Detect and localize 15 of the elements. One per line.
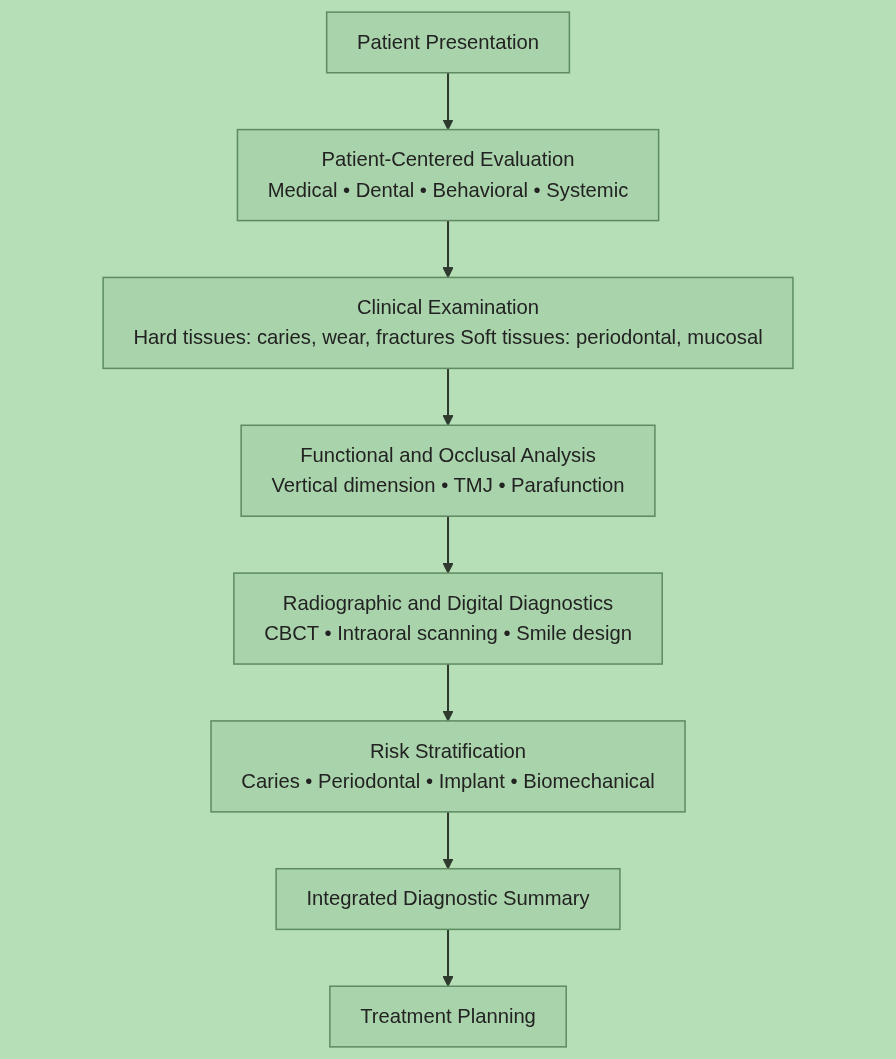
arrow [442,516,454,574]
node-box: Patient-Centered Evaluation Medical • Dental • Behavioral • Systemic [236,128,660,222]
node-box: Radiographic and Digital Diagnostics CBCT • Intraoral scanning • Smile design [233,572,663,665]
arrow [442,664,454,722]
node-box: Clinical Examination Hard tissues: caries, wear, fractures Soft tissues: periodontal, mucosal [102,276,794,370]
node-box: Functional and Occlusal Analysis Vertical dimension • TMJ • Parafunction [240,424,656,517]
node-box: Integrated Diagnostic Summary [275,867,621,931]
node-box: Treatment Planning [329,985,567,1048]
arrow [442,368,454,426]
arrow [442,72,454,131]
node-box: Patient Presentation [325,11,571,74]
arrow [442,811,454,870]
arrow [442,220,454,278]
arrow [442,929,454,987]
node-box: Risk Stratification Caries • Periodontal • Implant • Biomechanical [210,720,686,813]
